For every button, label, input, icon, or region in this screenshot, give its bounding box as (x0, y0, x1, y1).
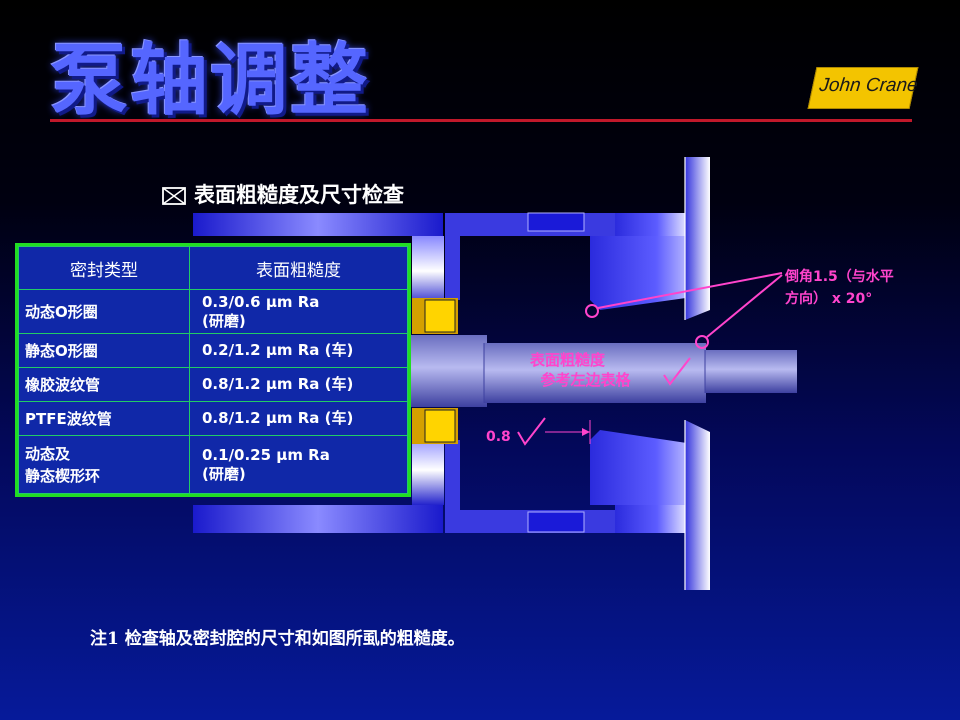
section-heading: 表面粗糙度及尺寸检查 (162, 179, 404, 209)
roughness-cell: 0.8/1.2 µm Ra (车) (189, 367, 408, 402)
header-roughness: 表面粗糙度 (189, 246, 408, 290)
roughness-cell: 0.8/1.2 µm Ra (车) (189, 401, 408, 436)
table-row: 动态O形圈 0.3/0.6 µm Ra (研磨) (18, 289, 408, 334)
roughness-value-label: 0.8 (486, 429, 511, 445)
envelope-icon (162, 187, 186, 205)
roughness-table: 密封类型 表面粗糙度 动态O形圈 0.3/0.6 µm Ra (研磨) 静态O形… (15, 243, 411, 497)
roughness-cell: 0.1/0.25 µm Ra (研磨) (189, 435, 408, 494)
roughness-table-grid: 密封类型 表面粗糙度 动态O形圈 0.3/0.6 µm Ra (研磨) 静态O形… (18, 246, 408, 494)
roughness-cell: 0.2/1.2 µm Ra (车) (189, 333, 408, 368)
upper-housing (193, 157, 710, 320)
title-divider (50, 119, 912, 122)
seal-type-cell: PTFE波纹管 (18, 401, 190, 436)
page-title: 泵轴调整 (50, 36, 371, 126)
table-row: 橡胶波纹管 0.8/1.2 µm Ra (车) (18, 367, 408, 402)
header-seal-type: 密封类型 (18, 246, 190, 290)
section-heading-text: 表面粗糙度及尺寸检查 (194, 182, 404, 207)
roughness-check-marks (517, 357, 691, 446)
table-row: 动态及 静态楔形环 0.1/0.25 µm Ra (研磨) (18, 435, 408, 494)
chamfer-marker-2 (695, 335, 709, 349)
seal-type-cell: 动态及 静态楔形环 (18, 435, 190, 494)
chamfer-callout (585, 272, 783, 349)
seal-rings (412, 298, 458, 444)
chamfer-label: 倒角1.5（与水平 方向） x 20° (785, 269, 894, 307)
table-row: 静态O形圈 0.2/1.2 µm Ra (车) (18, 333, 408, 368)
seal-type-cell: 静态O形圈 (18, 333, 190, 368)
lower-housing (193, 420, 710, 590)
seal-type-cell: 橡胶波纹管 (18, 367, 190, 402)
table-header-row: 密封类型 表面粗糙度 (18, 246, 408, 290)
roughness-cell: 0.3/0.6 µm Ra (研磨) (189, 289, 408, 334)
table-row: PTFE波纹管 0.8/1.2 µm Ra (车) (18, 401, 408, 436)
footnote: 注1 检查轴及密封腔的尺寸和如图所虱的粗糙度。 (90, 629, 465, 649)
surface-roughness-label: 表面粗糙度 参考左边表格 (530, 351, 631, 389)
seal-type-cell: 动态O形圈 (18, 289, 190, 334)
chamfer-marker-1 (585, 304, 599, 318)
